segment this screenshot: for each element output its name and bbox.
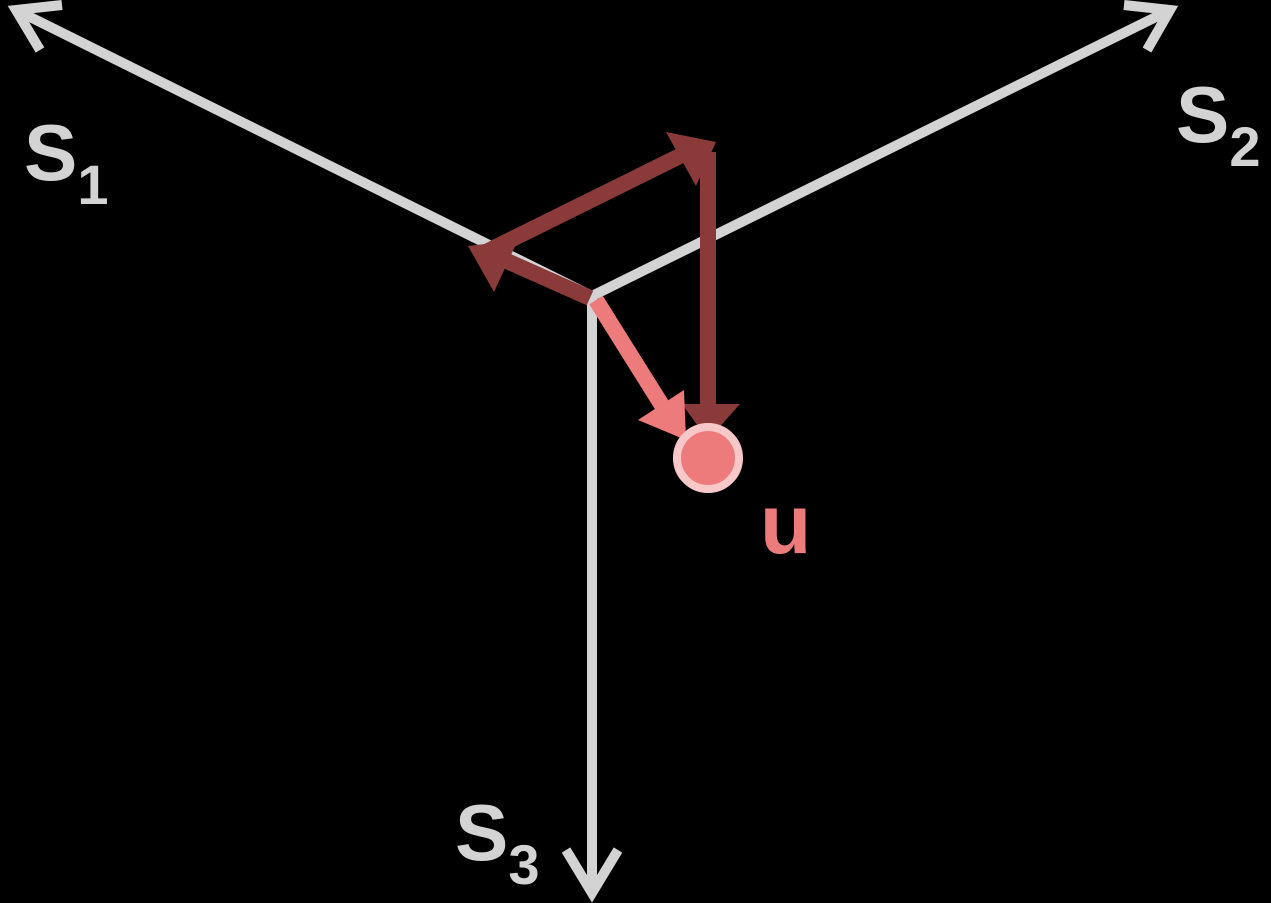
axis-s1-subscript: 1 [77,153,108,216]
point-u [673,423,743,493]
axis-s3-letter: S [455,788,508,877]
component-arrow-s2-head [666,132,716,186]
vector-u [589,295,686,440]
component-arrow-s1-shaft [496,250,594,306]
axis-s3-subscript: 3 [508,833,539,896]
vector-u-shaft [589,295,675,420]
axis-s2-line [589,5,1173,301]
axis-s2-letter: S [1176,70,1229,159]
component-arrow-s2-shaft [482,144,692,260]
axis-s2-label: S2 [1176,70,1261,178]
axis-s2-subscript: 2 [1229,115,1260,178]
axis-s1-letter: S [24,108,77,197]
axis-s3-arrowhead [561,847,623,903]
point-u-label: u [760,477,811,571]
component-arrow-s3-head [682,404,740,440]
component-arrow-s1-head [468,240,518,292]
axis-s3-label: S3 [455,788,540,896]
axis-s1-arrowhead [7,0,63,53]
component-arrows [468,132,740,440]
vector-u-head [638,390,686,440]
axis-s1-label: S1 [24,108,109,216]
axis-s2-arrowhead [1123,0,1179,53]
